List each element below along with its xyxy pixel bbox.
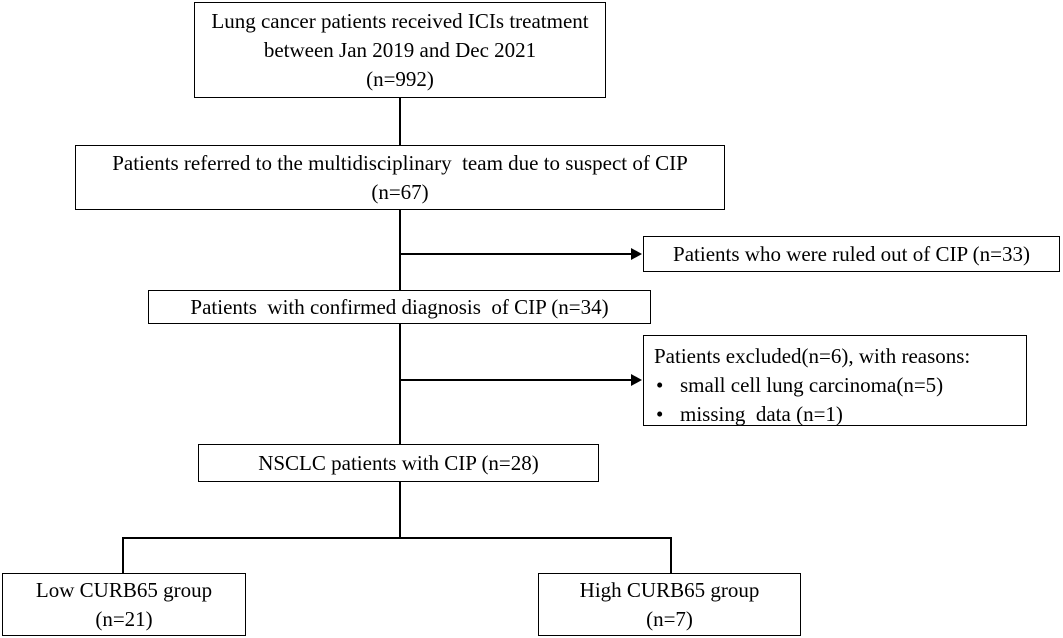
box-line: (n=7)	[646, 606, 693, 631]
arrow-to-ruled-out	[631, 248, 642, 260]
box-line: between Jan 2019 and Dec 2021	[263, 37, 537, 62]
box-confirmed-diagnosis: Patients with confirmed diagnosis of CIP…	[148, 290, 651, 324]
connector-to-low	[122, 537, 124, 573]
box-line: Patients referred to the multidisciplina…	[112, 150, 688, 175]
box-excluded: Patients excluded(n=6), with reasons: sm…	[643, 335, 1027, 429]
box-line: (n=67)	[371, 179, 429, 204]
connector-to-ruled-out	[399, 253, 631, 255]
arrow-to-excluded	[631, 374, 642, 386]
list-item: small cell lung carcinoma(n=5)	[654, 371, 1016, 400]
box-line: High CURB65 group	[579, 577, 760, 602]
box-ruled-out: Patients who were ruled out of CIP (n=33…	[643, 236, 1060, 272]
list-item: missing data (n=1)	[654, 400, 1016, 429]
box-lung-cancer-patients: Lung cancer patients received ICIs treat…	[194, 2, 606, 98]
box-line: Low CURB65 group	[35, 577, 213, 602]
connector-to-high	[670, 537, 672, 573]
connector-to-excluded	[399, 379, 631, 381]
box-line: Lung cancer patients received ICIs treat…	[211, 8, 589, 33]
box-high-curb65: High CURB65 group (n=7)	[538, 573, 801, 636]
connector-confirmed-nsclc	[399, 324, 401, 444]
connector-referred-confirmed	[399, 210, 401, 290]
connector-start-referred	[399, 98, 401, 145]
box-nsclc-patients: NSCLC patients with CIP (n=28)	[198, 444, 599, 482]
box-line: Patients with confirmed diagnosis of CIP…	[190, 294, 609, 319]
connector-nsclc-split	[399, 482, 401, 538]
box-line: (n=992)	[366, 66, 434, 91]
excluded-reasons-list: small cell lung carcinoma(n=5) missing d…	[654, 371, 1016, 429]
box-referred-patients: Patients referred to the multidisciplina…	[75, 145, 725, 210]
box-line: NSCLC patients with CIP (n=28)	[258, 450, 539, 475]
connector-split-horizontal	[122, 537, 672, 539]
box-line: Patients who were ruled out of CIP (n=33…	[673, 241, 1030, 266]
box-line: (n=21)	[95, 606, 153, 631]
box-low-curb65: Low CURB65 group (n=21)	[2, 573, 246, 636]
excluded-heading: Patients excluded(n=6), with reasons:	[654, 344, 971, 368]
